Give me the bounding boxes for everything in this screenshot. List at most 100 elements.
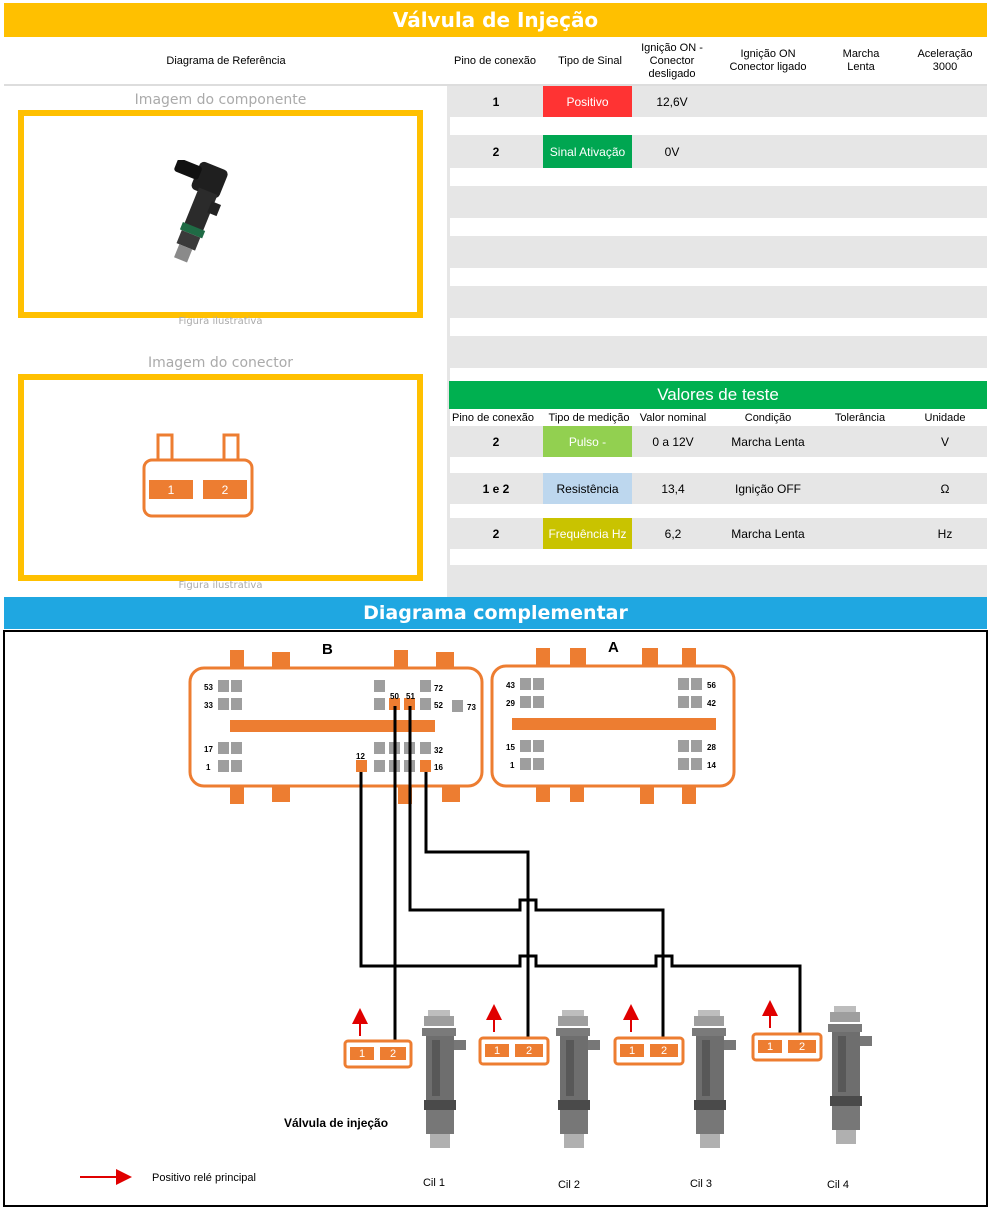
complementary-title: Diagrama complementar	[363, 602, 628, 624]
b-pin-33: 33	[204, 701, 213, 710]
pin-2-number: 2	[492, 144, 500, 159]
header-ign-off: Ignição ON - Conector desligado	[641, 41, 703, 80]
inj3-pin-2: 2	[661, 1045, 667, 1057]
connector-caption: Figura ilustrativa	[178, 580, 263, 591]
pin-1-number: 1	[492, 94, 500, 109]
pin-row-1-bg	[449, 86, 987, 117]
test-header-pin: Pino de conexão	[452, 412, 534, 424]
complementary-banner: Diagrama complementar	[4, 597, 987, 629]
inj2-pin-1: 1	[494, 1045, 500, 1057]
test-1-pin: 2	[492, 434, 500, 449]
inj4-pin-2: 2	[799, 1041, 805, 1053]
injector-connector-4: 1 2	[751, 1032, 823, 1062]
header-divider	[4, 84, 987, 86]
connector-title: Imagem do conector	[147, 355, 294, 371]
pin-2-ign-off: 0V	[664, 144, 680, 159]
inj3-pin-1: 1	[629, 1045, 635, 1057]
a-pin-1: 1	[510, 761, 515, 770]
connector-a-label: A	[608, 639, 619, 656]
connector-frame	[18, 374, 423, 581]
a-pin-15: 15	[506, 743, 515, 752]
empty-row	[449, 236, 987, 268]
legend-positive: Positivo relé principal	[152, 1172, 256, 1184]
a-pin-28: 28	[707, 743, 716, 752]
b-pin-51: 51	[406, 692, 415, 701]
test-2-condition: Ignição OFF	[734, 481, 802, 496]
empty-row	[449, 186, 987, 218]
title-banner: Válvula de Injeção	[4, 3, 987, 37]
connector-a: 43 29 15 1 56 42 28 14 A	[490, 639, 736, 804]
test-row-2-bg	[449, 473, 987, 504]
test-3-unit: Hz	[937, 526, 953, 541]
test-title-bar: Valores de teste	[449, 381, 987, 409]
connector-pin-1: 1	[168, 483, 175, 497]
empty-row	[449, 286, 987, 318]
cil-3-label: Cil 3	[690, 1178, 712, 1190]
connector-pin-2: 2	[222, 483, 229, 497]
injector-image	[174, 160, 228, 263]
test-header-condition: Condição	[744, 412, 792, 424]
a-pin-43: 43	[506, 681, 515, 690]
header-ref: Diagrama de Referência	[166, 54, 286, 67]
test-1-type: Pulso -	[543, 426, 632, 457]
pin-row-2-bg	[449, 135, 987, 168]
test-3-condition: Marcha Lenta	[731, 526, 805, 541]
b-pin-73: 73	[467, 703, 476, 712]
wiring-diagram: 53 33 17 1 50 51 72 52 73 12 32 16 B	[3, 630, 988, 1207]
test-header-type: Tipo de medição	[548, 412, 630, 424]
injector-connector-2: 1 2	[478, 1036, 550, 1066]
b-pin-1: 1	[206, 763, 211, 772]
test-header-tolerance: Tolerância	[834, 412, 886, 424]
test-3-nominal: 6,2	[664, 526, 682, 541]
test-1-condition: Marcha Lenta	[731, 434, 805, 449]
test-3-pin: 2	[492, 526, 500, 541]
inj4-pin-1: 1	[767, 1041, 773, 1053]
page-title: Válvula de Injeção	[392, 8, 599, 32]
b-pin-16: 16	[434, 763, 443, 772]
b-pin-12: 12	[356, 752, 365, 761]
test-header-nominal: Valor nominal	[639, 412, 707, 424]
pin-1-signal: Positivo	[543, 86, 632, 117]
b-pin-72: 72	[434, 684, 443, 693]
test-2-pin: 1 e 2	[482, 481, 510, 496]
test-title: Valores de teste	[657, 385, 779, 404]
a-pin-42: 42	[707, 699, 716, 708]
test-1-unit: V	[940, 434, 949, 449]
connector-b-label: B	[322, 641, 333, 658]
component-title: Imagem do componente	[134, 92, 307, 108]
connector-drawing: 1 2	[142, 433, 254, 518]
component-frame	[18, 110, 423, 318]
inj2-pin-2: 2	[526, 1045, 532, 1057]
b-pin-17: 17	[204, 745, 213, 754]
test-3-type: Frequência Hz	[543, 518, 632, 549]
test-2-type: Resistência	[543, 473, 632, 504]
component-caption: Figura ilustrativa	[178, 316, 263, 327]
b-pin-52: 52	[434, 701, 443, 710]
inj1-pin-2: 2	[390, 1048, 396, 1060]
cil-2-label: Cil 2	[558, 1179, 580, 1191]
header-accel: Aceleração 3000	[917, 48, 973, 73]
test-row-1-bg	[449, 426, 987, 457]
test-row-3-bg	[449, 518, 987, 549]
empty-row	[449, 336, 987, 368]
test-header-unit: Unidade	[924, 412, 966, 424]
header-ign-on: Ignição ON Conector ligado	[729, 48, 807, 73]
a-pin-14: 14	[707, 761, 716, 770]
a-pin-29: 29	[506, 699, 515, 708]
test-2-unit: Ω	[940, 481, 950, 496]
cil-1-label: Cil 1	[423, 1177, 445, 1189]
injector-label: Válvula de injeção	[284, 1116, 388, 1130]
test-1-nominal: 0 a 12V	[652, 434, 694, 449]
pin-1-ign-off: 12,6V	[656, 94, 688, 109]
header-signal: Tipo de Sinal	[558, 54, 622, 67]
positive-arrows	[80, 1000, 778, 1185]
pin-2-signal: Sinal Ativação	[543, 135, 632, 168]
test-bottom-fill	[449, 565, 987, 597]
header-idle: Marcha Lenta	[842, 48, 880, 73]
test-2-nominal: 13,4	[661, 481, 685, 496]
header-pin: Pino de conexão	[454, 54, 536, 67]
b-pin-53: 53	[204, 683, 213, 692]
b-pin-32: 32	[434, 746, 443, 755]
a-pin-56: 56	[707, 681, 716, 690]
injector-connector-3: 1 2	[613, 1036, 685, 1066]
